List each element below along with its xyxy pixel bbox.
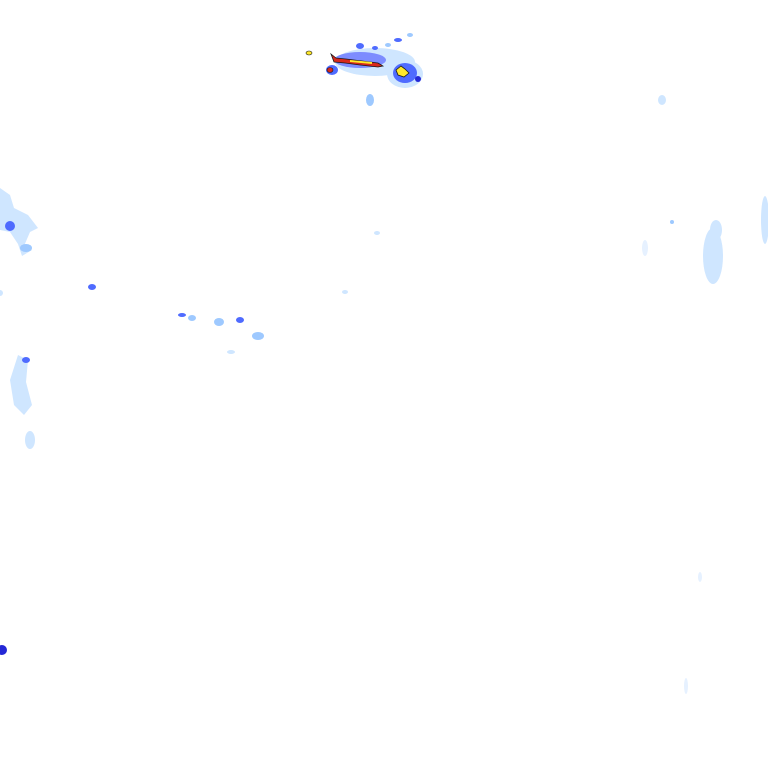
precip-light [252, 332, 264, 340]
precip-light [385, 43, 391, 47]
precip-moderate [236, 317, 244, 323]
precip-very-light [710, 220, 722, 240]
storm-cells-west [0, 188, 96, 655]
precip-light [407, 33, 413, 37]
precip-light [214, 318, 224, 326]
precip-very-light [342, 290, 348, 294]
precip-very-light [761, 196, 768, 244]
precip-moderate [356, 43, 364, 49]
precip-light [670, 220, 674, 224]
storm-cells-central [178, 231, 380, 354]
precip-moderate [5, 221, 15, 231]
precip-moderate [372, 46, 378, 50]
precip-very-light [0, 188, 38, 256]
precip-very-light [227, 350, 235, 354]
precip-extreme [395, 65, 410, 78]
precip-very-light [0, 290, 3, 296]
precip-trace [642, 240, 648, 256]
precip-very-light [703, 228, 723, 284]
precip-extreme [305, 50, 313, 56]
storm-cells-east [642, 95, 768, 694]
precip-very-light [10, 355, 32, 415]
precip-trace [698, 572, 702, 582]
precip-heavy [0, 645, 7, 655]
precip-moderate [394, 38, 402, 42]
precip-heavy [415, 76, 421, 82]
precip-very-light [658, 95, 666, 105]
precip-moderate [178, 313, 186, 317]
precip-light [20, 244, 32, 252]
precip-trace [684, 678, 688, 694]
precip-moderate [88, 284, 96, 290]
precip-light [366, 94, 374, 106]
precip-very-heavy [326, 67, 334, 73]
storm-cell-main [305, 33, 423, 106]
precip-moderate [22, 357, 30, 363]
precip-extreme [350, 60, 372, 64]
precip-very-light [374, 231, 380, 235]
precip-light [188, 315, 196, 321]
precip-very-light [25, 431, 35, 449]
